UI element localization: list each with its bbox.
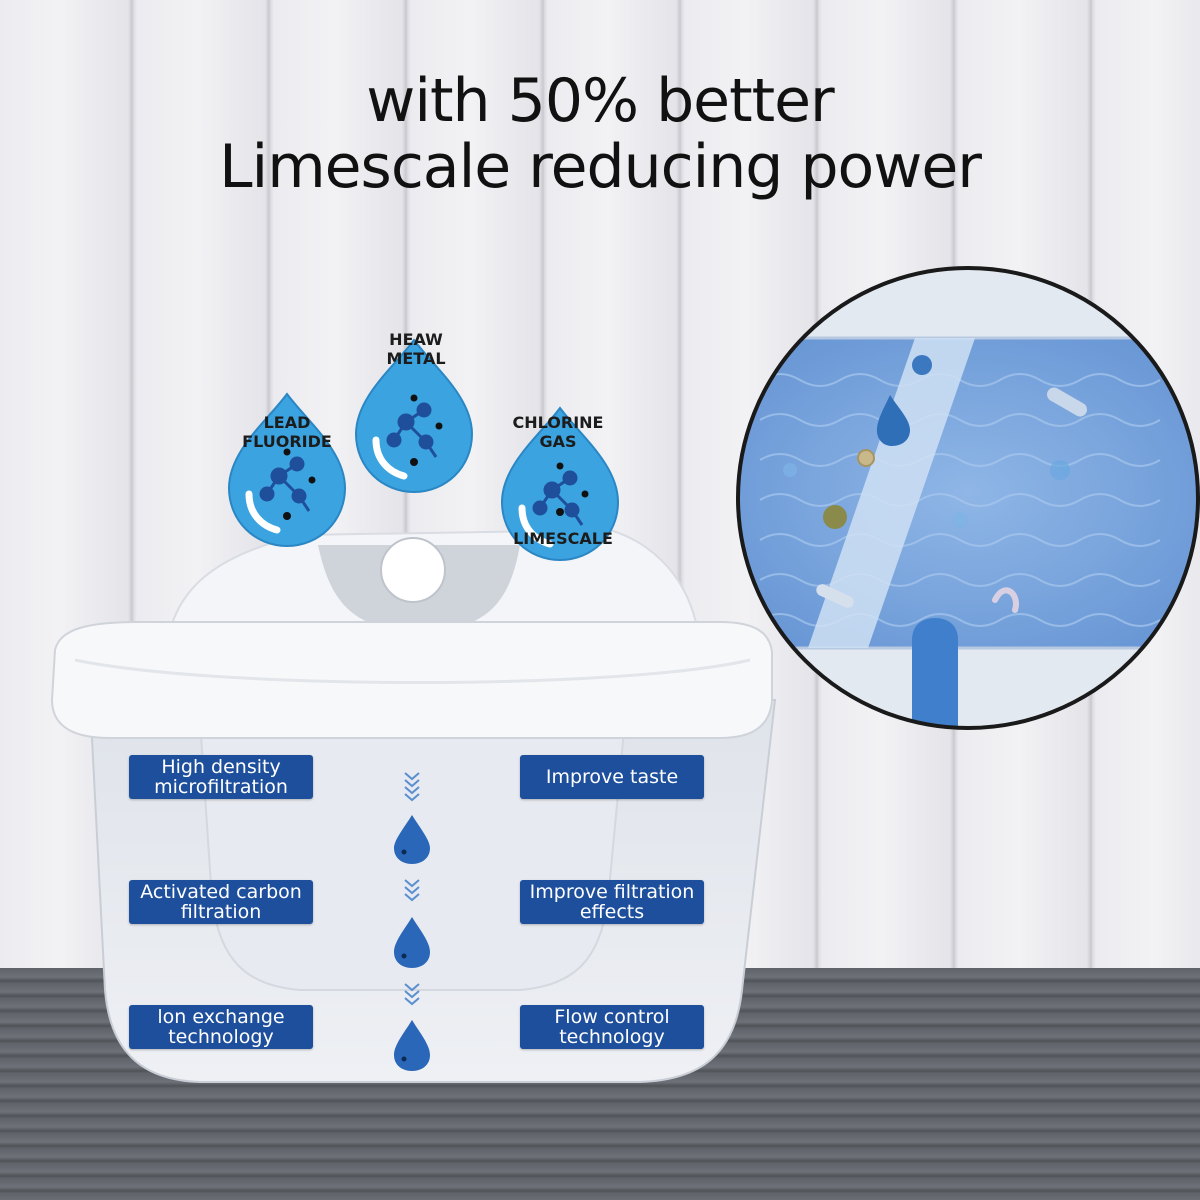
- chevron-down-icon: [404, 772, 420, 802]
- contaminant-label-limescale: LIMESCALE: [513, 529, 613, 548]
- contaminant-label-line: GAS: [539, 432, 577, 451]
- feature-line: microfiltration: [154, 776, 288, 798]
- chevron-down-icon: [404, 983, 420, 1006]
- feature-box-ion-exchange-technology: lon exchange technology: [129, 1005, 313, 1049]
- magnifier-circle: [736, 266, 1200, 730]
- feature-line: filtration: [180, 901, 262, 923]
- water-droplet-icon: [227, 392, 347, 548]
- feature-box-improve-taste: Improve taste: [520, 755, 704, 799]
- water-drop-icon: [394, 815, 430, 864]
- feature-line: Improve taste: [545, 766, 679, 788]
- feature-line: lon exchange: [157, 1006, 285, 1028]
- molecule-icon: [532, 462, 589, 526]
- contaminant-label-line: FLUORIDE: [242, 432, 332, 451]
- feature-line: High density: [161, 756, 281, 778]
- contaminant-label-chlorine-gas: CHLORINE GAS: [500, 413, 616, 451]
- feature-line: Flow control: [554, 1006, 670, 1028]
- feature-box-activated-carbon-filtration: Activated carbon filtration: [129, 880, 313, 924]
- feature-line: technology: [168, 1026, 274, 1048]
- molecule-icon: [386, 394, 443, 466]
- water-drop-icon: [394, 917, 430, 968]
- contaminant-label-lead-fluoride: LEAD FLUORIDE: [232, 413, 342, 451]
- headline-line2: Limescale reducing power: [219, 132, 982, 202]
- water-droplet-icon: [500, 406, 620, 562]
- headline-line1: with 50% better: [366, 66, 834, 136]
- water-droplet-icon: [354, 338, 474, 494]
- feature-box-high-density-microfiltration: High density microfiltration: [129, 755, 313, 799]
- feature-line: effects: [579, 901, 645, 923]
- feature-box-improve-filtration-effects: Improve filtration effects: [520, 880, 704, 924]
- contaminant-label-line: CHLORINE: [512, 413, 604, 432]
- water-drop-icon: [394, 1020, 430, 1071]
- contaminant-label-line: LEAD: [263, 413, 311, 432]
- contaminant-label-line: METAL: [386, 349, 446, 368]
- contaminant-label-line: HEAW: [389, 330, 443, 349]
- feature-line: technology: [559, 1026, 665, 1048]
- flow-column: [394, 772, 430, 1071]
- feature-line: Activated carbon: [140, 881, 302, 903]
- feature-box-flow-control-technology: Flow control technology: [520, 1005, 704, 1049]
- feature-line: Improve filtration: [529, 881, 695, 903]
- chevron-down-icon: [404, 879, 420, 902]
- contaminant-label-heavy-metal: HEAW METAL: [366, 330, 466, 368]
- headline: with 50% better Limescale reducing power: [0, 68, 1200, 200]
- molecule-icon: [259, 448, 316, 520]
